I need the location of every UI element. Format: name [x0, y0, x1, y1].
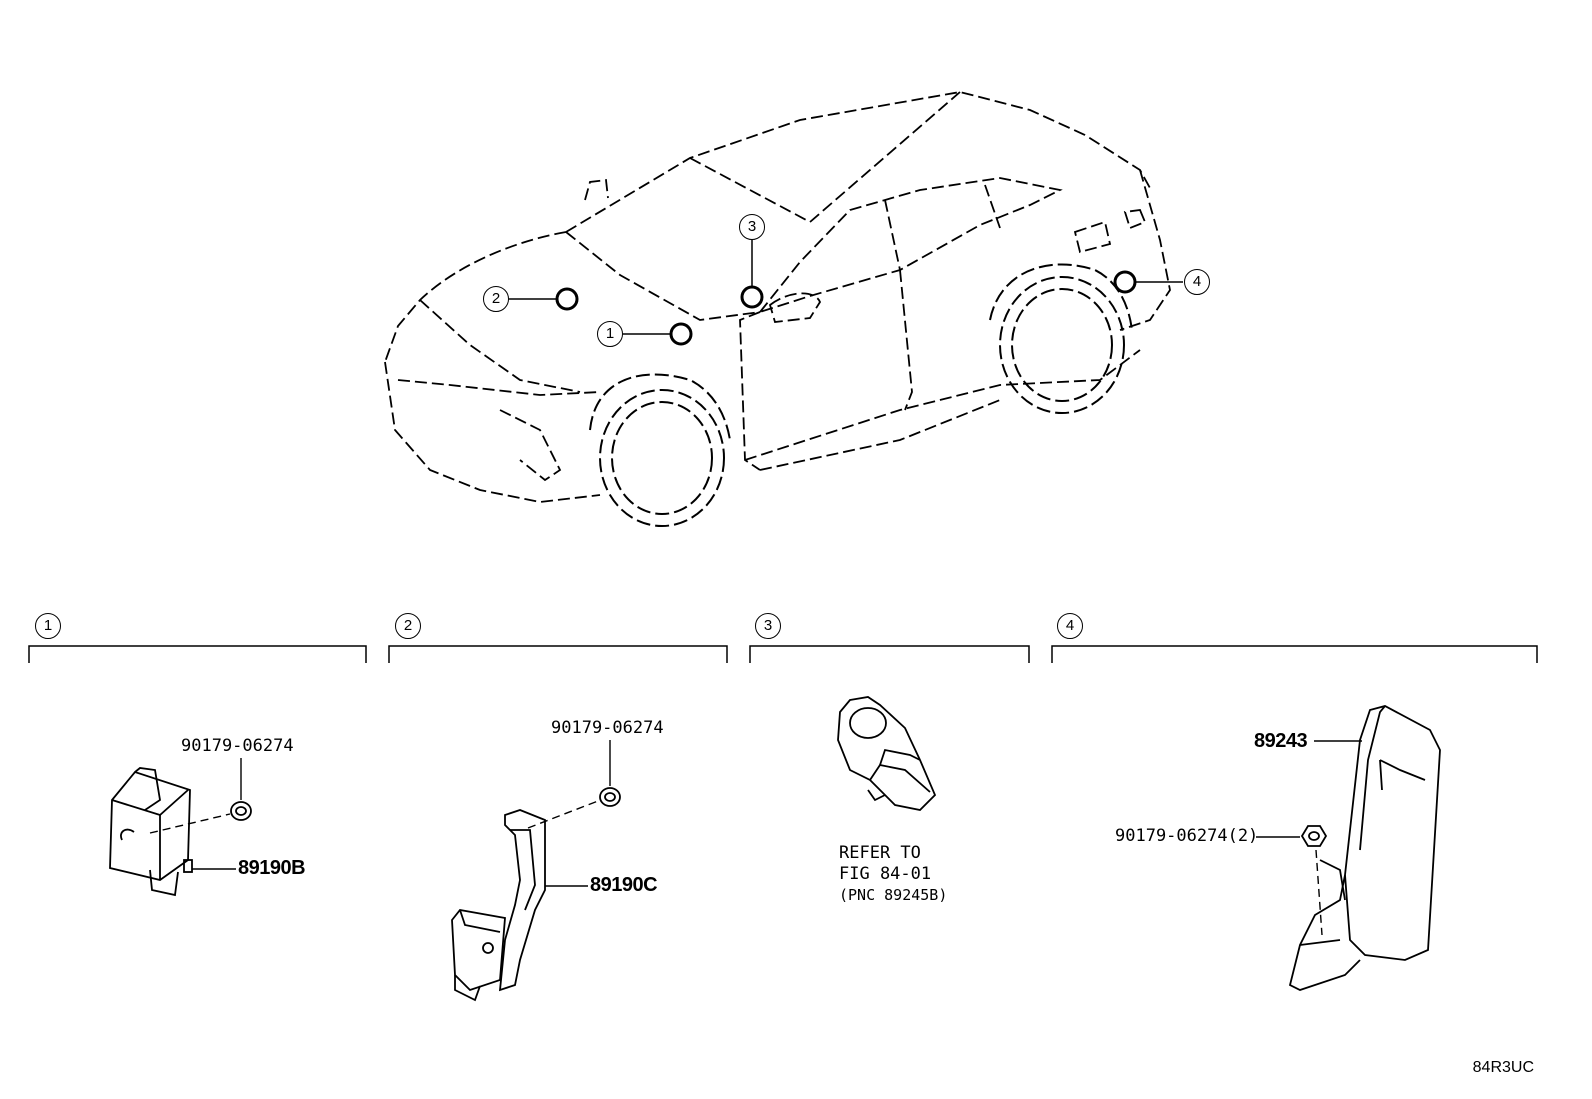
sensor-89190c-drawing	[451, 809, 546, 1002]
callout-2: 2	[483, 286, 509, 312]
bolt-sec1-drawing	[230, 801, 252, 821]
sec4-leaders	[1256, 740, 1362, 936]
sensor-89190b-drawing	[109, 767, 193, 897]
section-4-number: 4	[1057, 613, 1083, 639]
module-89243-drawing	[1288, 705, 1441, 991]
sec2-part-label: 89190C	[590, 874, 658, 896]
vehicle-wheels	[589, 263, 1133, 527]
sec1-part-label: 89190B	[238, 857, 306, 879]
sec1-leaders	[149, 758, 242, 870]
bolt-sec4-drawing	[1300, 825, 1328, 847]
sec4-bolt-label: 90179-06274(2)	[1115, 826, 1259, 846]
sec3-refer-line3: (PNC 89245B)	[839, 886, 948, 904]
callout-3: 3	[739, 214, 765, 240]
callout-1: 1	[597, 321, 623, 347]
section-2-number: 2	[395, 613, 421, 639]
sec1-bolt-label: 90179-06274	[181, 736, 294, 756]
sec3-refer-line1: REFER TO	[839, 843, 921, 863]
sec2-leaders	[527, 740, 611, 887]
bolt-sec2-drawing	[599, 787, 621, 807]
figure-code: 84R3UC	[1472, 1059, 1534, 1076]
section-1-number: 1	[35, 613, 61, 639]
sec3-refer-line2: FIG 84-01	[839, 864, 932, 884]
leader-lines	[509, 240, 1183, 335]
vehicle-outline	[384, 91, 1171, 503]
section-brackets	[28, 645, 1538, 663]
location-markers	[555, 270, 1137, 346]
callout-4: 4	[1184, 269, 1210, 295]
section-3-number: 3	[755, 613, 781, 639]
sec2-bolt-label: 90179-06274	[551, 718, 664, 738]
steering-sensor-drawing	[837, 696, 937, 811]
sec4-part-label: 89243	[1254, 730, 1308, 752]
